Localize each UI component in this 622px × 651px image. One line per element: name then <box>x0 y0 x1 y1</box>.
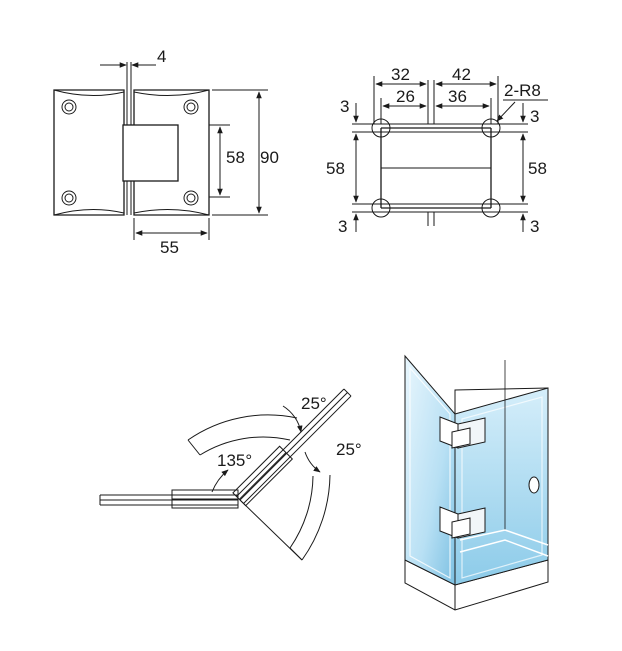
swing-arc-outer <box>187 414 298 441</box>
left-leaf-curve-top <box>53 89 125 97</box>
swing-arc-right-inner <box>289 475 314 549</box>
angle-view: 135° 25° 25° <box>99 388 362 561</box>
left-leaf-curve-bottom <box>53 208 125 216</box>
glass-panel-left-frame <box>409 366 451 580</box>
left-leaf <box>53 89 125 216</box>
top-frame <box>454 387 549 414</box>
screw-icon <box>61 99 77 115</box>
dim-right-height-label: 58 <box>528 159 547 178</box>
swing-arc-inner <box>199 436 291 456</box>
dim-left-inner-label: 26 <box>396 87 415 106</box>
swing-arc-end <box>187 439 201 456</box>
radius-corner <box>371 198 391 218</box>
cutout-view: 32 26 42 36 2-R8 3 58 3 3 58 3 <box>326 65 548 236</box>
dim-thickness-label: 4 <box>157 47 166 66</box>
screw-icon <box>61 190 77 206</box>
screw-icon <box>183 190 199 206</box>
right-leaf-curve-bottom <box>133 208 210 216</box>
dim-left-height-label: 58 <box>326 159 345 178</box>
right-leaf-curve-top <box>133 89 210 97</box>
dim-left-top-margin-label: 3 <box>340 97 349 116</box>
dim-inner-height-label: 58 <box>226 148 245 167</box>
swing-ray <box>239 499 303 561</box>
radius-leader <box>496 101 516 122</box>
door-handle-icon <box>528 476 540 494</box>
dim-right-inner-label: 36 <box>448 87 467 106</box>
hinge-icon <box>439 416 486 449</box>
angle-upper-label: 25° <box>301 394 327 413</box>
angle-arc-135 <box>211 469 229 493</box>
dim-left-outer-label: 32 <box>391 65 410 84</box>
angle-arc-right <box>304 451 321 473</box>
front-view: 4 58 90 55 <box>53 47 279 257</box>
angle-main-label: 135° <box>217 451 252 470</box>
dim-right-top-margin-label: 3 <box>530 107 539 126</box>
floor-edge <box>459 529 549 546</box>
dim-width-label: 55 <box>160 238 179 257</box>
hinge-body <box>122 124 179 182</box>
dim-radius-label: 2-R8 <box>504 81 541 100</box>
dim-right-outer-label: 42 <box>452 65 471 84</box>
floor-edge-lower <box>459 539 549 557</box>
angle-right-label: 25° <box>336 440 362 459</box>
swing-arc-right-outer <box>301 474 331 561</box>
dim-total-height-label: 90 <box>260 148 279 167</box>
radius-corner <box>481 198 501 218</box>
dim-right-bottom-margin-label: 3 <box>530 217 539 236</box>
shower-illustration <box>404 354 549 611</box>
angled-panel <box>232 388 352 507</box>
hinge-icon <box>439 506 486 539</box>
cutout-outline <box>380 127 492 209</box>
dim-left-bottom-margin-label: 3 <box>338 217 347 236</box>
screw-icon <box>183 99 199 115</box>
angle-arc-upper <box>282 405 303 433</box>
